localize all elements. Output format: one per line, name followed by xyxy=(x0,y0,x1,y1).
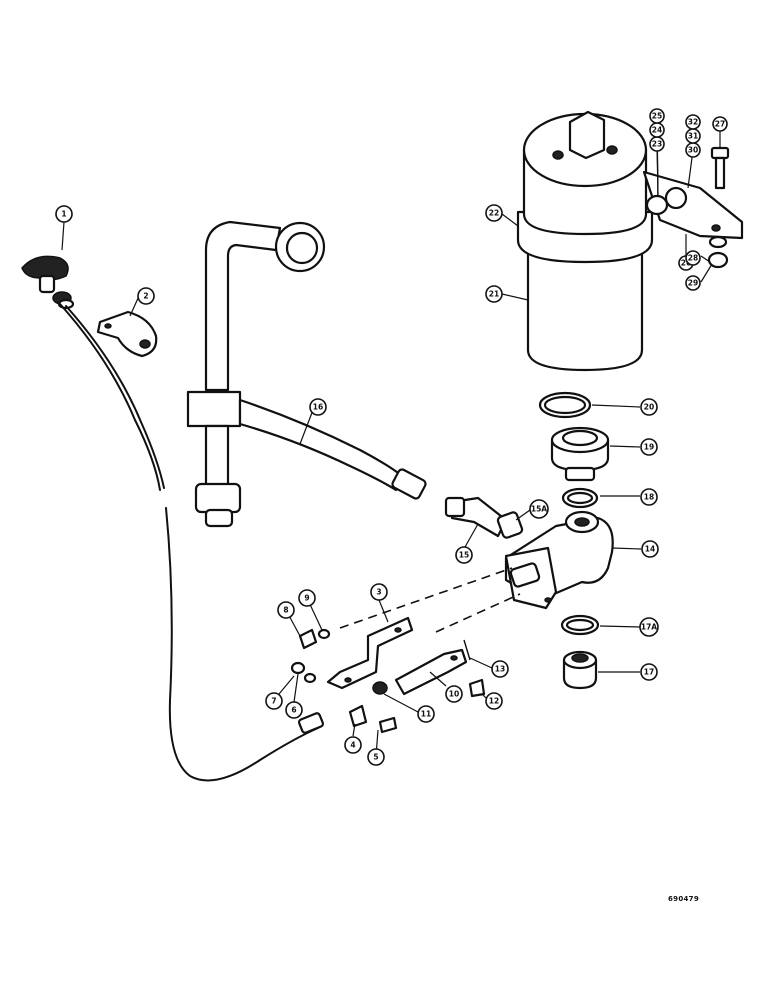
seal-ring-20 xyxy=(538,391,592,419)
svg-text:8: 8 xyxy=(283,606,288,615)
callout-14: 14 xyxy=(641,540,659,558)
callout-1: 1 xyxy=(55,205,73,223)
linkage-plate xyxy=(326,616,414,690)
svg-text:20: 20 xyxy=(644,403,654,412)
assembly-line-b xyxy=(435,593,521,633)
svg-text:23: 23 xyxy=(652,140,662,149)
svg-text:19: 19 xyxy=(644,443,654,452)
svg-text:3: 3 xyxy=(376,588,381,597)
svg-text:13: 13 xyxy=(495,665,505,674)
callout-2: 2 xyxy=(137,287,155,305)
svg-text:21: 21 xyxy=(489,290,499,299)
callout-17a: 17A xyxy=(639,617,659,637)
svg-text:17: 17 xyxy=(644,668,654,677)
callout-18: 18 xyxy=(640,488,658,506)
callout-23: 23 xyxy=(649,136,665,152)
svg-text:32: 32 xyxy=(688,118,698,127)
drawing-code: 690479 xyxy=(668,895,700,903)
callout-6: 6 xyxy=(285,701,303,719)
callout-7: 7 xyxy=(265,692,283,710)
callout-21: 21 xyxy=(485,285,503,303)
svg-text:17A: 17A xyxy=(641,623,657,632)
callout-5: 5 xyxy=(367,748,385,766)
callout-31: 31 xyxy=(685,128,701,144)
svg-text:2: 2 xyxy=(143,292,148,301)
svg-text:11: 11 xyxy=(421,710,431,719)
svg-text:28: 28 xyxy=(688,254,698,263)
small-hardware xyxy=(290,628,486,734)
svg-text:26: 26 xyxy=(681,259,691,268)
callout-11: 11 xyxy=(417,705,435,723)
svg-text:5: 5 xyxy=(373,753,378,762)
callout-17: 17 xyxy=(640,663,658,681)
svg-text:12: 12 xyxy=(489,697,499,706)
pull-handle xyxy=(21,255,75,310)
callout-25: 25 xyxy=(649,108,665,124)
svg-text:15A: 15A xyxy=(531,505,547,514)
callout-8: 8 xyxy=(277,601,295,619)
elbow-fitting xyxy=(444,496,524,539)
assembly-line-a xyxy=(339,567,513,629)
fuel-filter xyxy=(516,110,654,372)
callout-27: 27 xyxy=(712,116,728,132)
fuel-line xyxy=(186,220,427,528)
svg-text:4: 4 xyxy=(350,741,355,750)
seal-ring-18 xyxy=(561,487,599,509)
callout-12: 12 xyxy=(485,692,503,710)
adapter-fitting xyxy=(550,426,610,482)
callout-32: 32 xyxy=(685,114,701,130)
clevis-lever xyxy=(394,648,468,696)
svg-text:15: 15 xyxy=(459,551,469,560)
svg-text:18: 18 xyxy=(644,493,654,502)
callout-22: 22 xyxy=(485,204,503,222)
valve-body xyxy=(504,510,614,610)
callout-30: 30 xyxy=(685,142,701,158)
callout-15: 15 xyxy=(455,546,473,564)
callout-10: 10 xyxy=(445,685,463,703)
drain-plug xyxy=(562,650,598,690)
mounting-bracket xyxy=(642,146,744,269)
callout-15a: 15A xyxy=(529,499,549,519)
svg-text:7: 7 xyxy=(271,697,276,706)
callout-20: 20 xyxy=(640,398,658,416)
svg-text:22: 22 xyxy=(489,209,499,218)
callout-3: 3 xyxy=(370,583,388,601)
seal-ring-17a xyxy=(560,614,600,636)
svg-text:25: 25 xyxy=(652,112,662,121)
svg-text:30: 30 xyxy=(688,146,698,155)
svg-text:6: 6 xyxy=(291,706,296,715)
svg-text:1: 1 xyxy=(61,210,66,219)
cable-clamp xyxy=(96,310,158,358)
callout-19: 19 xyxy=(640,438,658,456)
svg-text:29: 29 xyxy=(688,279,698,288)
callout-29: 29 xyxy=(685,275,701,291)
callout-9: 9 xyxy=(298,589,316,607)
callout-28: 28 xyxy=(685,250,701,266)
callout-16: 16 xyxy=(309,398,327,416)
svg-text:10: 10 xyxy=(449,690,459,699)
svg-text:9: 9 xyxy=(304,594,309,603)
svg-text:16: 16 xyxy=(313,403,323,412)
svg-text:24: 24 xyxy=(652,126,662,135)
callout-13: 13 xyxy=(491,660,509,678)
callout-24: 24 xyxy=(649,122,665,138)
svg-text:31: 31 xyxy=(688,132,698,141)
callout-4: 4 xyxy=(344,736,362,754)
svg-text:27: 27 xyxy=(715,120,725,129)
control-cable xyxy=(59,303,325,782)
svg-text:14: 14 xyxy=(645,545,655,554)
